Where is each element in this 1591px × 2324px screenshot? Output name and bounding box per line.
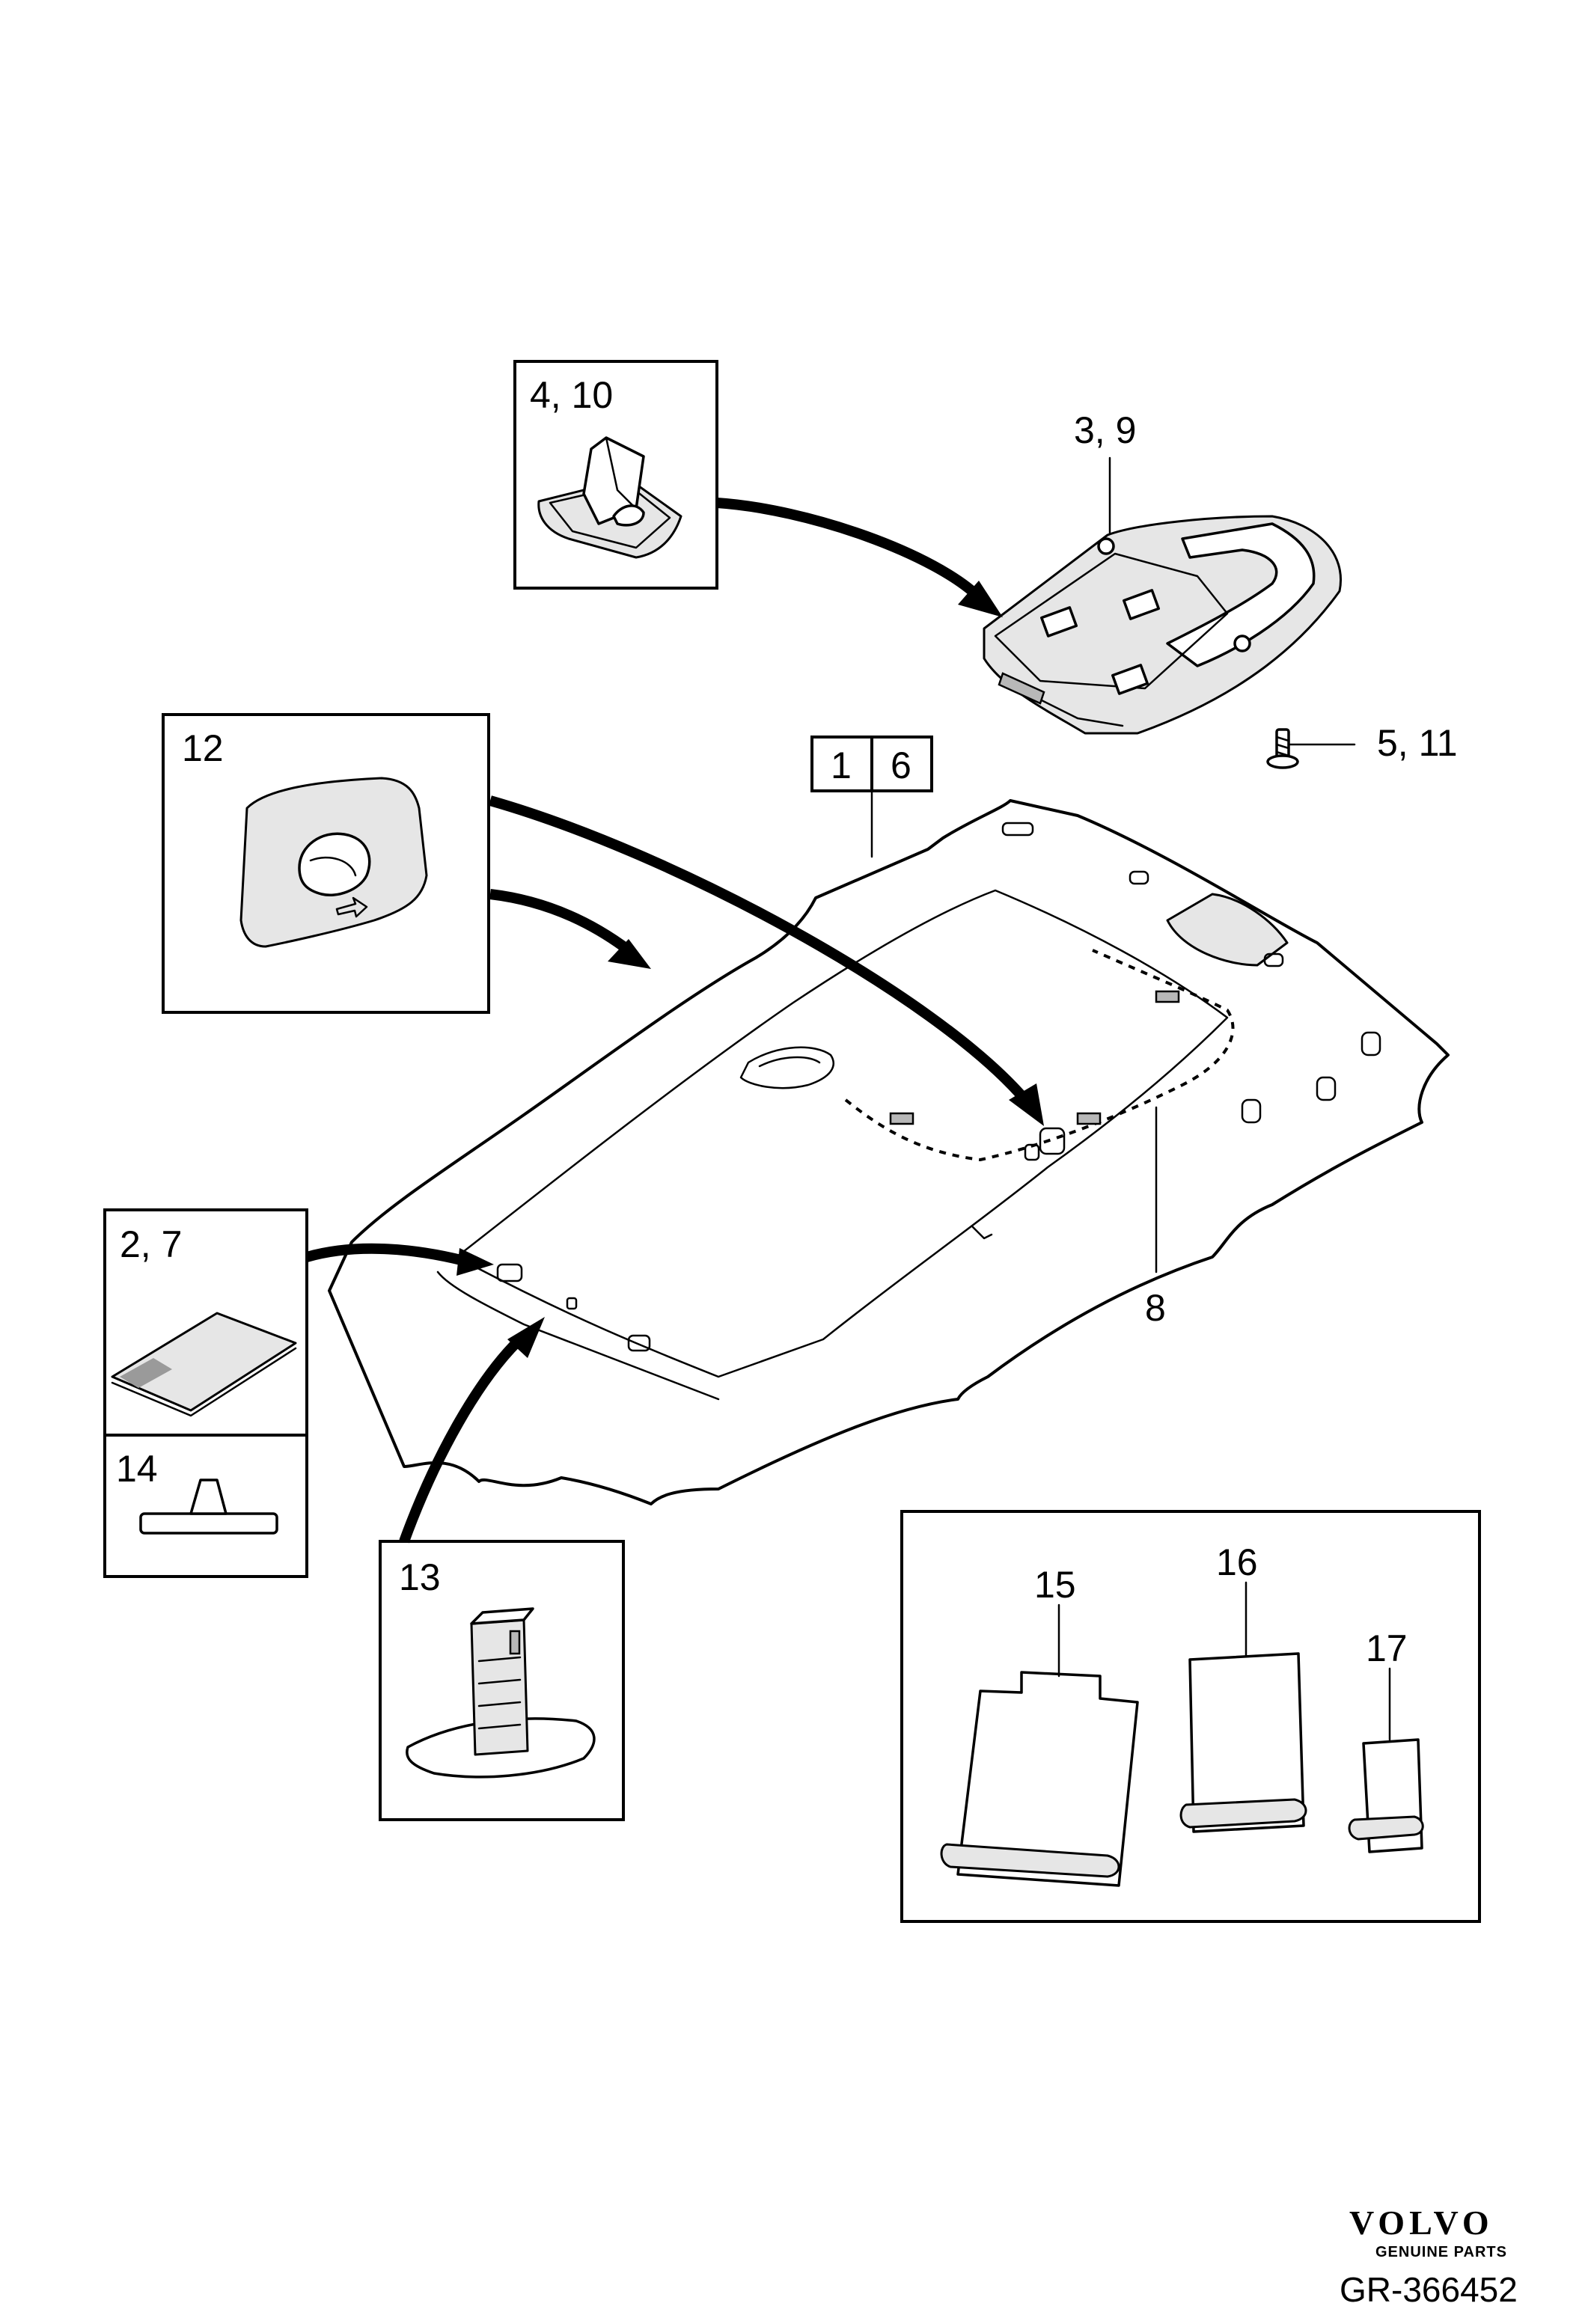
overhead-console-part [983,515,1342,735]
label-3-9: 3, 9 [1074,409,1136,451]
label-15: 15 [1034,1564,1076,1606]
label-8: 8 [1145,1287,1166,1329]
box-part-2-7-14 [103,1208,308,1578]
label-6: 6 [891,744,911,786]
box-part-1-6 [810,736,933,792]
screw-part [1266,728,1299,769]
clip-hole-left [496,1263,523,1282]
label-16: 16 [1216,1541,1258,1583]
clip-hole-right [627,1334,651,1352]
headliner-panel [328,799,1450,1505]
label-12: 12 [182,727,224,769]
box-part-4-10 [513,360,718,590]
label-13: 13 [399,1556,441,1598]
label-4-10: 4, 10 [530,374,613,416]
box-part-12 [162,713,490,1014]
wiring-harness [844,949,1235,1162]
box-part-13 [379,1540,625,1821]
label-14: 14 [116,1448,158,1490]
brand-tagline: GENUINE PARTS [1375,2244,1507,2260]
callout-arrows [305,498,1044,1544]
label-2-7: 2, 7 [120,1223,182,1265]
label-1: 1 [831,744,852,786]
brand-logo: VOLVO [1349,2204,1494,2242]
label-17: 17 [1366,1627,1408,1669]
box-parts-15-16-17 [900,1510,1481,1923]
label-5-11: 5, 11 [1377,722,1458,764]
reference-number: GR-366452 [1340,2270,1518,2309]
